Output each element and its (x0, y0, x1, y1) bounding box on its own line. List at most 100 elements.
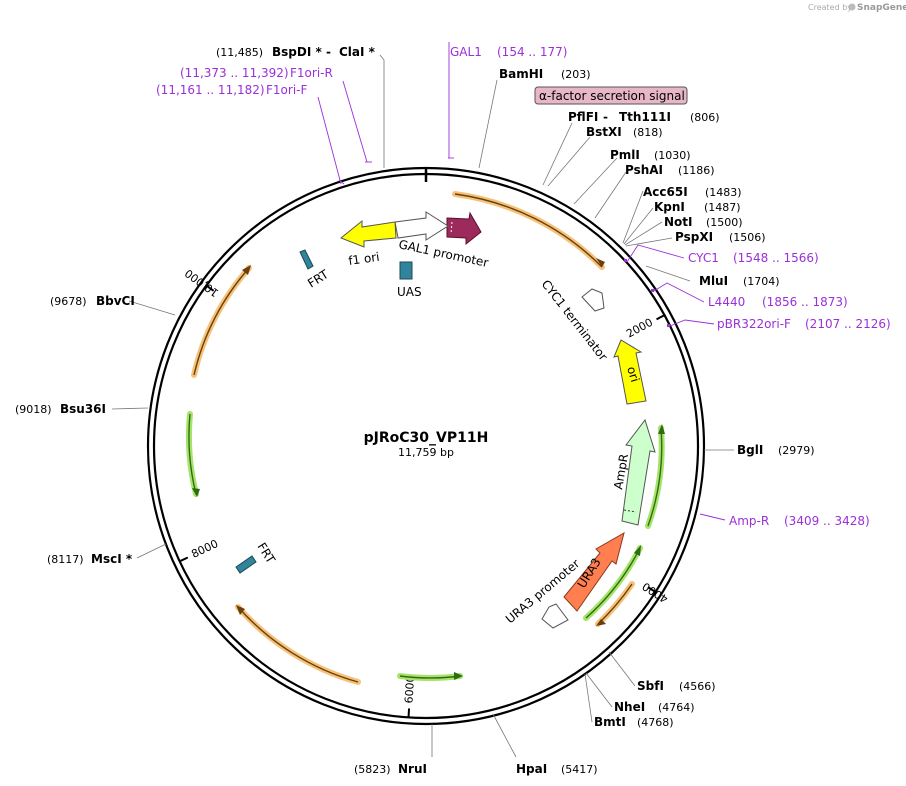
site-pflfi-tth111i[interactable]: PflFI - Tth111I (806) (568, 110, 720, 124)
site-bamhi[interactable]: BamHI (203) (499, 67, 591, 81)
orf-arc-line (193, 267, 250, 376)
site-bmti[interactable]: BmtI (4768) (594, 715, 674, 729)
tick-label: 10,000 (182, 266, 221, 299)
site-bstxi[interactable]: BstXI (818) (586, 125, 663, 139)
alpha-factor-arrow (446, 211, 482, 246)
primer-name: L4440 (708, 295, 745, 309)
ura3-arrow (563, 531, 625, 612)
site-position: (1506) (729, 231, 766, 244)
site-bbvci[interactable]: (9678) BbvCI (50, 294, 135, 308)
site-position: (11,485) (216, 46, 263, 59)
site-pspxi[interactable]: PspXI (1506) (675, 230, 766, 244)
site-position: (4768) (637, 716, 674, 729)
site-position: (2979) (778, 444, 815, 457)
site-position: (1704) (743, 275, 780, 288)
site-position: (8117) (47, 553, 84, 566)
primer-range: (3409 .. 3428) (784, 514, 870, 528)
site-nhei[interactable]: NheI (4764) (614, 700, 695, 714)
tick-label: 2000 (624, 316, 655, 341)
primer-gal1[interactable]: GAL1 (154 .. 177) (450, 45, 567, 59)
orf-arc-arrowhead (236, 605, 245, 615)
site-pshai[interactable]: PshAI (1186) (625, 163, 715, 177)
site-name: PshAI (625, 163, 663, 177)
primer-range: (11,373 .. 11,392) (180, 66, 289, 80)
site-nrui[interactable]: (5823) NruI (354, 762, 427, 776)
orf-arc-arrowhead (658, 424, 665, 434)
frt-arrow-bottom (235, 555, 257, 574)
orf-arc-arrowhead (634, 545, 641, 556)
uas-box (399, 261, 413, 280)
orf-arc-line (454, 193, 603, 268)
orf-arc-arrowhead (454, 672, 463, 680)
watermark: Created by SnapGene (808, 3, 906, 13)
primer-pbr322ori-f[interactable]: pBR322ori-F (2107 .. 2126) (717, 317, 891, 331)
site-pmli[interactable]: PmlI (1030) (610, 148, 691, 162)
primer-name: F1ori-F (266, 83, 307, 97)
orf-arc-arrowhead (192, 488, 200, 497)
site-position: (1487) (704, 201, 741, 214)
site-kpni[interactable]: KpnI (1487) (654, 200, 741, 214)
site-position: (9018) (15, 403, 52, 416)
site-hpai[interactable]: HpaI (5417) (516, 762, 598, 776)
site-name: HpaI (516, 762, 547, 776)
site-sbfi[interactable]: SbfI (4566) (637, 679, 716, 693)
tick-mark (656, 314, 665, 321)
site-acc65i[interactable]: Acc65I (1483) (643, 185, 742, 199)
site-position: (1483) (705, 186, 742, 199)
orf-arc-arrowhead (596, 258, 605, 267)
primer-amp-r[interactable]: Amp-R (3409 .. 3428) (729, 514, 870, 528)
features (235, 211, 656, 629)
plasmid-length: 11,759 bp (398, 446, 454, 459)
site-mlui[interactable]: MluI (1704) (699, 274, 780, 288)
site-joiner: - (326, 45, 331, 59)
ura3-promoter-arrow (541, 603, 569, 629)
primer-name: pBR322ori-F (717, 317, 791, 331)
site-name: SbfI (637, 679, 664, 693)
site-bspdi-clai[interactable]: (11,485) BspDI * - ClaI * (216, 45, 376, 59)
site-position: (4764) (658, 701, 695, 714)
primer-f1ori-r[interactable]: (11,373 .. 11,392) F1ori-R (180, 66, 333, 80)
ampr-arrow (621, 418, 656, 526)
site-noti[interactable]: NotI (1500) (664, 215, 743, 229)
site-position: (5823) (354, 763, 391, 776)
site-name: BbvCI (96, 294, 135, 308)
site-name: NotI (664, 215, 693, 229)
primer-labels: GAL1 (154 .. 177) (11,373 .. 11,392) F1o… (156, 45, 891, 528)
site-name: NheI (614, 700, 645, 714)
tick-label: 6000 (402, 675, 417, 704)
primer-cyc1[interactable]: CYC1 (1548 .. 1566) (688, 251, 819, 265)
site-joiner: - (603, 110, 608, 124)
tick-mark (179, 556, 189, 563)
primer-range: (1548 .. 1566) (733, 251, 819, 265)
watermark-brand: SnapGene (857, 3, 906, 13)
site-name: KpnI (654, 200, 685, 214)
site-position: (818) (633, 126, 663, 139)
site-name: BglI (737, 443, 763, 457)
primer-name: Amp-R (729, 514, 769, 528)
site-bsu36i[interactable]: (9018) Bsu36I (15, 402, 106, 416)
site-position: (5417) (561, 763, 598, 776)
site-msci[interactable]: (8117) MscI * (47, 552, 133, 566)
site-bgli[interactable]: BglI (2979) (737, 443, 815, 457)
primer-f1ori-f[interactable]: (11,161 .. 11,182) F1ori-F (156, 83, 307, 97)
tick-mark (205, 284, 215, 292)
tick-mark (647, 586, 657, 593)
feature-label: f1 ori (347, 250, 380, 268)
feature-label: FRT (305, 267, 331, 291)
site-name: BspDI * (272, 45, 322, 59)
primer-name: GAL1 (450, 45, 482, 59)
cyc1-terminator-arrow (581, 288, 605, 312)
site-name: Bsu36I (60, 402, 106, 416)
orf-arc (235, 604, 361, 685)
primer-l4440[interactable]: L4440 (1856 .. 1873) (708, 295, 848, 309)
site-position: (1500) (706, 216, 743, 229)
tick-label: 8000 (189, 537, 220, 561)
feature-label: UAS (397, 285, 422, 299)
site-name: PmlI (610, 148, 640, 162)
watermark-prefix: Created by (808, 3, 852, 12)
orf-arc-line (237, 606, 359, 683)
site-name: NruI (398, 762, 427, 776)
site-labels: (11,485) BspDI * - ClaI * BamHI (203) Pf… (15, 45, 815, 776)
alpha-factor-label-box (534, 86, 688, 105)
f1-ori-arrow (340, 219, 397, 248)
